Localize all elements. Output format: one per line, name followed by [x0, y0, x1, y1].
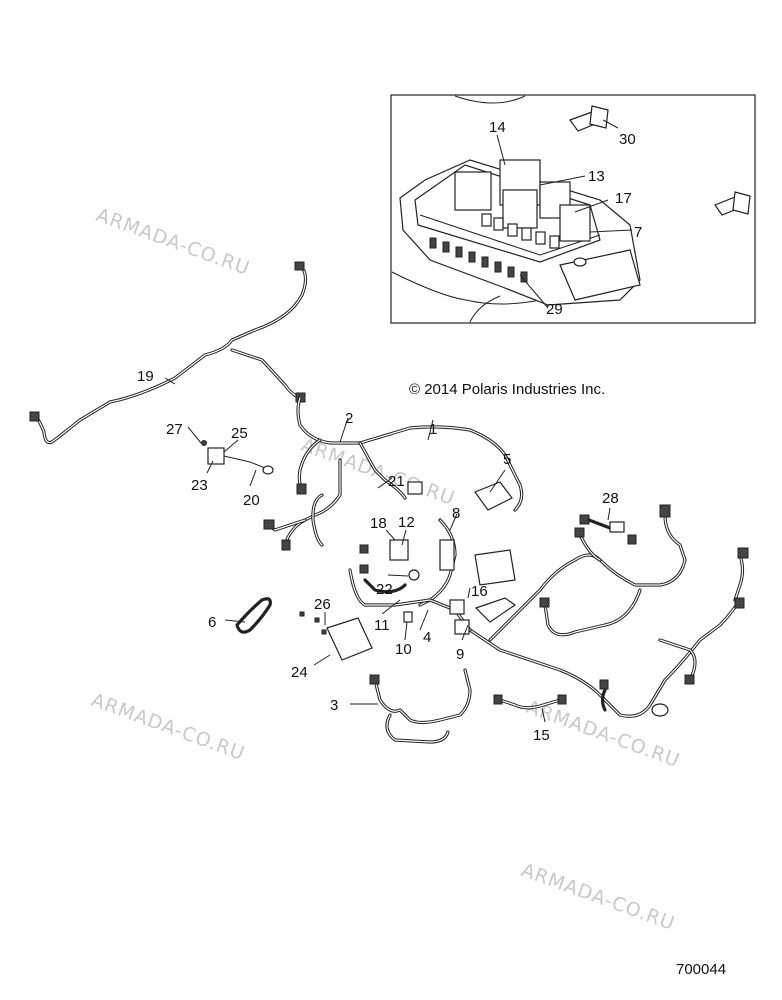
harness-19 [29, 261, 308, 445]
harness-1-2 [263, 396, 524, 551]
callout-23: 23 [191, 477, 208, 494]
bolt-30 [569, 105, 609, 132]
callout-1: 1 [429, 421, 437, 438]
callout-25: 25 [231, 425, 248, 442]
callout-29: 29 [546, 301, 563, 318]
callout-18: 18 [370, 515, 387, 532]
callout-leaders [164, 377, 611, 723]
callout-26: 26 [314, 596, 331, 613]
callouts: 1 2 3 4 5 6 7 8 9 10 11 12 13 14 15 16 1… [137, 119, 642, 744]
fuse-box-inset [390, 94, 756, 324]
callout-9: 9 [456, 646, 464, 663]
callout-24: 24 [291, 664, 308, 681]
terminal-row [429, 237, 528, 283]
sensor-10 [403, 611, 413, 623]
callout-27: 27 [166, 421, 183, 438]
callout-19: 19 [137, 368, 154, 385]
callout-21: 21 [388, 473, 405, 490]
callout-11: 11 [374, 617, 390, 634]
callout-3: 3 [330, 697, 338, 714]
bolt-loose [714, 191, 751, 216]
fuse-row [481, 213, 560, 249]
figure-number: 700044 [676, 961, 726, 978]
watermark-4: ARMADA-CO.RU [88, 689, 248, 765]
callout-14: 14 [489, 119, 506, 136]
center-cluster [348, 518, 472, 635]
ecu-24 [299, 611, 373, 661]
module-5 [474, 481, 513, 511]
callout-28: 28 [602, 490, 619, 507]
harness-15 [493, 694, 567, 710]
relay-5 [559, 204, 591, 242]
callout-2: 2 [345, 410, 353, 427]
relay-18 [389, 539, 409, 561]
watermark-6: ARMADA-CO.RU [518, 859, 678, 935]
callout-5: 5 [503, 451, 511, 468]
harness-3 [369, 668, 472, 744]
callout-4: 4 [423, 629, 431, 646]
copyright-notice: © 2014 Polaris Industries Inc. [409, 381, 605, 398]
fuse-panel-16 [474, 549, 517, 623]
callout-7: 7 [634, 224, 642, 241]
wire-loop-6 [235, 597, 272, 634]
callout-12: 12 [398, 514, 415, 531]
callout-16: 16 [471, 583, 488, 600]
callout-15: 15 [533, 727, 550, 744]
sensor-22 [408, 569, 420, 581]
callout-10: 10 [395, 641, 412, 658]
callout-17: 17 [615, 190, 632, 207]
relay-1 [454, 171, 492, 211]
callout-22: 22 [376, 581, 393, 598]
harness-main-right [468, 504, 749, 718]
callout-20: 20 [243, 492, 260, 509]
watermark-1: ARMADA-CO.RU [93, 204, 253, 280]
callout-13: 13 [588, 168, 605, 185]
harness-28 [579, 514, 637, 545]
part-25-23-20 [201, 440, 274, 475]
callout-8: 8 [452, 505, 460, 522]
callout-6: 6 [208, 614, 216, 631]
callout-30: 30 [619, 131, 636, 148]
relay-3 [502, 189, 538, 229]
